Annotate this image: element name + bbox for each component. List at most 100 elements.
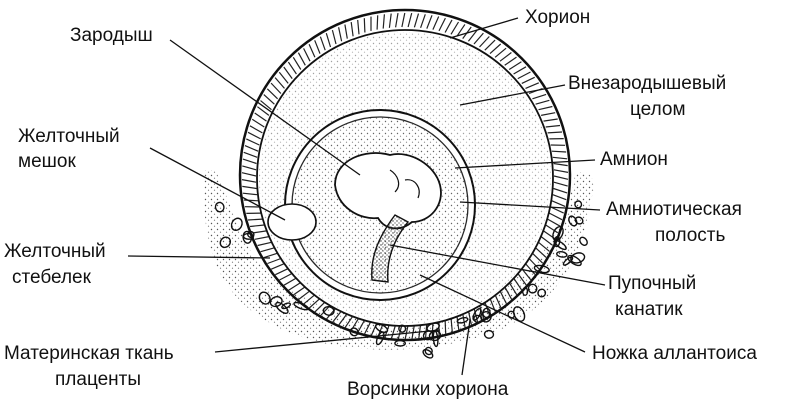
- villus-stroke: [357, 19, 360, 35]
- villus-stroke: [249, 125, 263, 134]
- villus-stroke: [517, 71, 531, 80]
- villus-stroke: [426, 15, 433, 29]
- villus-stroke: [270, 82, 282, 94]
- villus-stroke: [499, 290, 507, 304]
- villus-stroke: [267, 257, 282, 265]
- villus-stroke: [473, 32, 484, 45]
- villus-stroke: [247, 131, 261, 140]
- villus-stroke: [266, 88, 279, 100]
- villus-stroke: [319, 36, 326, 51]
- villus-stroke: [260, 247, 275, 253]
- villus-stroke: [293, 286, 306, 296]
- villus-stroke: [382, 14, 385, 29]
- villus-stroke: [444, 319, 447, 334]
- label-allantois-stalk: Ножка аллантоиса: [592, 343, 757, 364]
- villus-stroke: [270, 263, 285, 270]
- villus-stroke: [552, 156, 568, 160]
- villus-stroke: [528, 258, 540, 270]
- villus-stroke: [263, 94, 275, 105]
- leader-lines: [127, 17, 606, 376]
- vessel: [574, 216, 584, 225]
- vessel: [349, 327, 359, 337]
- villus-stroke: [288, 281, 302, 291]
- villus-stroke: [535, 99, 550, 105]
- villus-stroke: [314, 301, 326, 313]
- vessel: [375, 331, 385, 346]
- villus-stroke: [543, 118, 558, 122]
- villus-stroke: [331, 29, 337, 45]
- label-maternal-tissue-1: Материнская ткань: [4, 343, 174, 364]
- villus-stroke: [338, 313, 348, 326]
- villus-stroke: [278, 71, 289, 84]
- villus-stroke: [450, 317, 453, 333]
- villus-stroke: [553, 187, 568, 194]
- villus-stroke: [357, 319, 366, 333]
- villus-stroke: [254, 236, 270, 240]
- villus-stroke: [243, 151, 258, 158]
- villus-stroke: [525, 263, 536, 275]
- vessel: [214, 201, 225, 213]
- villus-stroke: [513, 66, 527, 75]
- villus-stroke: [314, 40, 321, 54]
- villus-stroke: [467, 29, 478, 42]
- vessel: [398, 324, 407, 333]
- vessel: [521, 287, 529, 297]
- vessel: [269, 296, 283, 308]
- villus-stroke: [395, 13, 399, 28]
- label-umbilical-cord-2: канатик: [615, 299, 683, 320]
- villus-stroke: [257, 106, 270, 116]
- villus-stroke: [251, 118, 265, 128]
- villus-stroke: [338, 27, 343, 42]
- villus-stroke: [404, 324, 409, 340]
- villus-stroke: [257, 241, 272, 247]
- villus-stroke: [287, 61, 297, 75]
- villus-stroke: [504, 56, 517, 66]
- villus-stroke: [260, 100, 272, 111]
- vessel: [556, 251, 568, 258]
- label-yolk-sac-1: Желточный: [18, 126, 120, 147]
- vessel: [374, 323, 389, 334]
- villus-stroke: [467, 310, 472, 325]
- label-yolk-sac-2: мешок: [18, 151, 76, 172]
- label-chorion: Хорион: [525, 7, 591, 28]
- villus-stroke: [252, 230, 267, 234]
- vessel: [293, 301, 309, 311]
- vessel: [242, 230, 253, 244]
- villus-stroke: [550, 206, 564, 214]
- villus-stroke: [363, 18, 366, 33]
- label-maternal-tissue-2: плаценты: [55, 369, 142, 390]
- villus-stroke: [432, 16, 440, 30]
- villus-stroke: [297, 52, 306, 66]
- vessel: [537, 288, 547, 298]
- villus-stroke: [545, 224, 559, 234]
- villus-stroke: [263, 252, 278, 259]
- villus-stroke: [411, 324, 415, 339]
- villus-stroke: [418, 324, 422, 339]
- embryo-detail: [389, 169, 420, 199]
- label-yolk-stalk-1: Желточный: [4, 241, 106, 262]
- vessel: [553, 235, 561, 248]
- villus-stroke: [521, 76, 535, 84]
- chorion-villi-fringe: [241, 12, 569, 340]
- villus-stroke: [325, 33, 332, 48]
- villus-stroke: [456, 24, 466, 37]
- villus-stroke: [450, 21, 460, 35]
- villus-stroke: [401, 12, 406, 28]
- villus-stroke: [303, 48, 311, 62]
- villus-stroke: [553, 175, 569, 180]
- label-amniotic-cavity-1: Амниотическая: [606, 199, 742, 220]
- label-amnion: Амнион: [600, 149, 668, 170]
- villus-stroke: [274, 77, 285, 89]
- vessel: [258, 291, 271, 305]
- label-umbilical-cord-1: Пупочный: [608, 273, 697, 294]
- villus-stroke: [407, 12, 413, 28]
- villus-stroke: [553, 169, 569, 173]
- embryo-body: [334, 152, 442, 230]
- villus-stroke: [246, 138, 260, 146]
- villus-stroke: [241, 172, 257, 177]
- label-amniotic-cavity-2: полость: [655, 225, 726, 246]
- vessel: [483, 329, 495, 339]
- villus-stroke: [298, 290, 311, 300]
